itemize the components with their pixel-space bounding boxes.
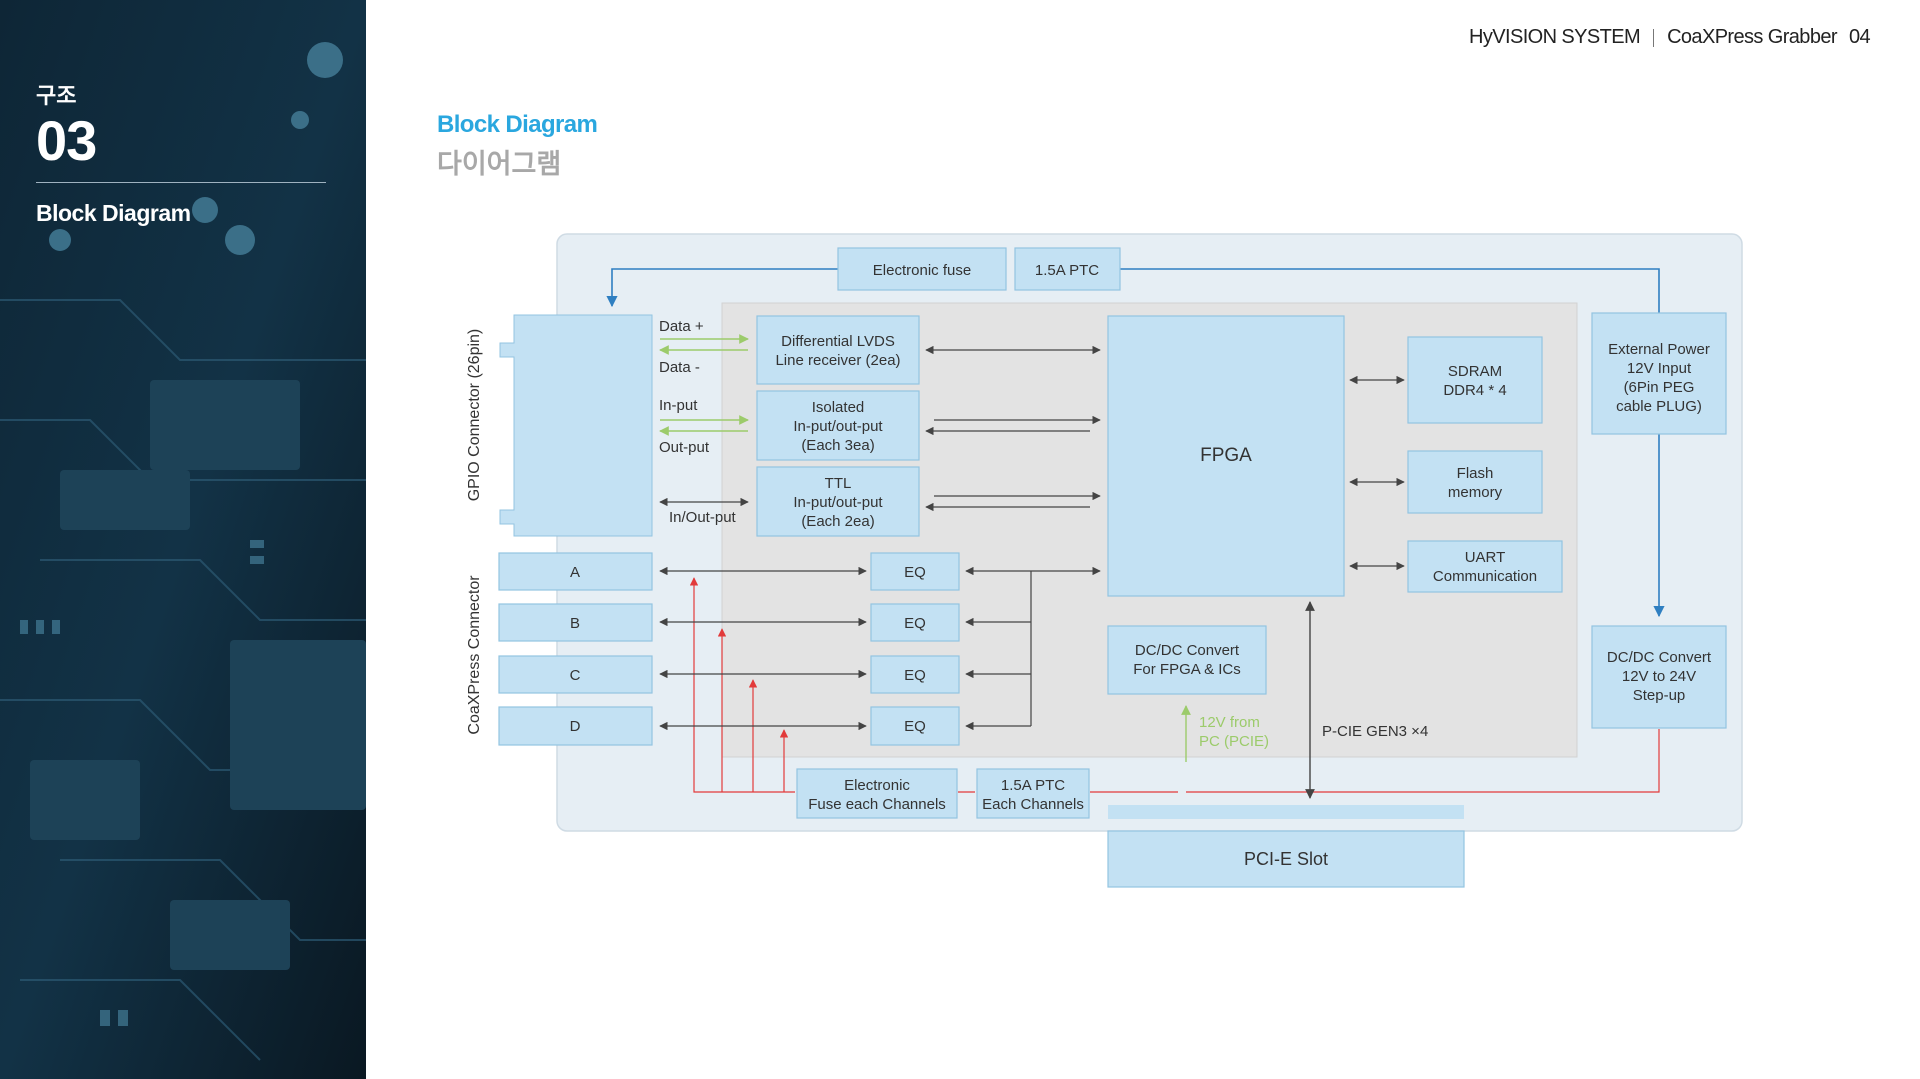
page-title: Block Diagram <box>437 111 598 138</box>
lvds-block <box>756 315 920 385</box>
gpio-connector-block <box>499 314 653 537</box>
dcdc-stepup-block <box>1591 625 1727 729</box>
eq-block-a <box>870 552 960 591</box>
data-plus-label: Data + <box>659 318 704 335</box>
section-label-kr: 구조 <box>36 83 77 108</box>
fpga-label: FPGA <box>1200 445 1252 466</box>
ext-power-block <box>1591 312 1727 435</box>
section-number: 03 <box>36 109 97 172</box>
dcdc-stepup-label-2: 12V to 24V <box>1622 668 1696 685</box>
dcdc-stepup-label-1: DC/DC Convert <box>1607 649 1712 666</box>
product-name: CoaXPress Grabber <box>1667 26 1837 48</box>
isolated-label-3: (Each 3ea) <box>801 437 874 454</box>
channel-d-block <box>498 706 653 746</box>
uart-label-1: UART <box>1465 549 1506 566</box>
eq-block-c <box>870 655 960 694</box>
eq-block-b <box>870 603 960 642</box>
channel-d-label: D <box>570 718 581 735</box>
dcdc-fpga-label-2: For FPGA & ICs <box>1133 661 1241 678</box>
ptc-block <box>1014 247 1121 291</box>
data-minus-label: Data - <box>659 359 700 376</box>
ttl-label-1: TTL <box>825 475 852 492</box>
power-line-ext <box>1120 268 1660 313</box>
flash-label-2: memory <box>1448 484 1503 501</box>
page-number: 04 <box>1848 26 1871 48</box>
ttl-label-2: In-put/out-put <box>793 494 883 511</box>
inout-label: In/Out-put <box>669 509 737 526</box>
output-label: Out-put <box>659 439 710 456</box>
ext-power-label-3: (6Pin PEG <box>1624 379 1695 396</box>
power-line-gpio <box>606 268 838 308</box>
red-line-a <box>689 577 795 793</box>
ptc-channels-block <box>976 768 1090 819</box>
eq-block-d <box>870 706 960 746</box>
flash-block <box>1407 450 1543 514</box>
eq-label-d: EQ <box>904 718 926 735</box>
pcie-slot-block <box>1107 830 1465 888</box>
header-divider <box>1653 28 1655 47</box>
flash-label-1: Flash <box>1457 465 1494 482</box>
page-header: HyVISION SYSTEM CoaXPress Grabber 04 <box>1469 26 1871 49</box>
company-name: HyVISION SYSTEM <box>1469 26 1641 48</box>
circuit-board-image <box>0 0 366 1079</box>
coaxpress-connector-label: CoaXPress Connector <box>466 575 483 735</box>
ext-power-label-2: 12V Input <box>1627 360 1692 377</box>
fpga-block <box>1107 315 1345 597</box>
channel-b-block <box>498 603 653 642</box>
page-title-kr: 다이어그램 <box>437 149 562 180</box>
ptc-channels-label-1: 1.5A PTC <box>1001 777 1065 794</box>
efuse-channels-block <box>796 768 958 819</box>
isolated-label-1: Isolated <box>812 399 865 416</box>
lvds-label-2: Line receiver (2ea) <box>775 352 900 369</box>
side-panel: 구조 03 Block Diagram <box>0 0 366 1079</box>
eq-label-a: EQ <box>904 564 926 581</box>
channel-a-block <box>498 552 653 591</box>
ttl-block <box>756 466 920 537</box>
channel-c-block <box>498 655 653 694</box>
channel-a-label: A <box>570 564 580 581</box>
eq-label-c: EQ <box>904 667 926 684</box>
sdram-label-1: SDRAM <box>1448 363 1502 380</box>
efuse-channels-label-1: Electronic <box>844 777 910 794</box>
from-pc-label-2: PC (PCIE) <box>1199 733 1269 750</box>
ext-power-label-4: cable PLUG) <box>1616 398 1702 415</box>
uart-block <box>1407 540 1563 593</box>
ext-power-label-1: External Power <box>1608 341 1710 358</box>
efuse-label: Electronic fuse <box>873 262 971 279</box>
isolated-label-2: In-put/out-put <box>793 418 883 435</box>
dcdc-fpga-label-1: DC/DC Convert <box>1135 642 1240 659</box>
red-line-right <box>1186 729 1660 793</box>
gpio-connector-label: GPIO Connector (26pin) <box>466 329 483 502</box>
dcdc-fpga-block <box>1107 625 1267 695</box>
lvds-label-1: Differential LVDS <box>781 333 895 350</box>
ttl-label-3: (Each 2ea) <box>801 513 874 530</box>
section-name: Block Diagram <box>36 200 191 226</box>
ptc-label: 1.5A PTC <box>1035 262 1099 279</box>
input-label: In-put <box>659 397 698 414</box>
dcdc-stepup-label-3: Step-up <box>1633 687 1686 704</box>
uart-label-2: Communication <box>1433 568 1537 585</box>
efuse-channels-label-2: Fuse each Channels <box>808 796 946 813</box>
from-pc-label-1: 12V from <box>1199 714 1260 731</box>
pcie-bus-bar <box>1108 805 1464 819</box>
sdram-label-2: DDR4 * 4 <box>1443 382 1506 399</box>
section-divider <box>36 182 326 183</box>
pcie-bus-label: P-CIE GEN3 ×4 <box>1322 723 1428 740</box>
eq-label-b: EQ <box>904 615 926 632</box>
channel-b-label: B <box>570 615 580 632</box>
channel-c-label: C <box>570 667 581 684</box>
sdram-block <box>1407 336 1543 424</box>
ptc-channels-label-2: Each Channels <box>982 796 1084 813</box>
isolated-block <box>756 390 920 461</box>
pcie-slot-label: PCI-E Slot <box>1244 849 1328 869</box>
efuse-block <box>837 247 1007 291</box>
